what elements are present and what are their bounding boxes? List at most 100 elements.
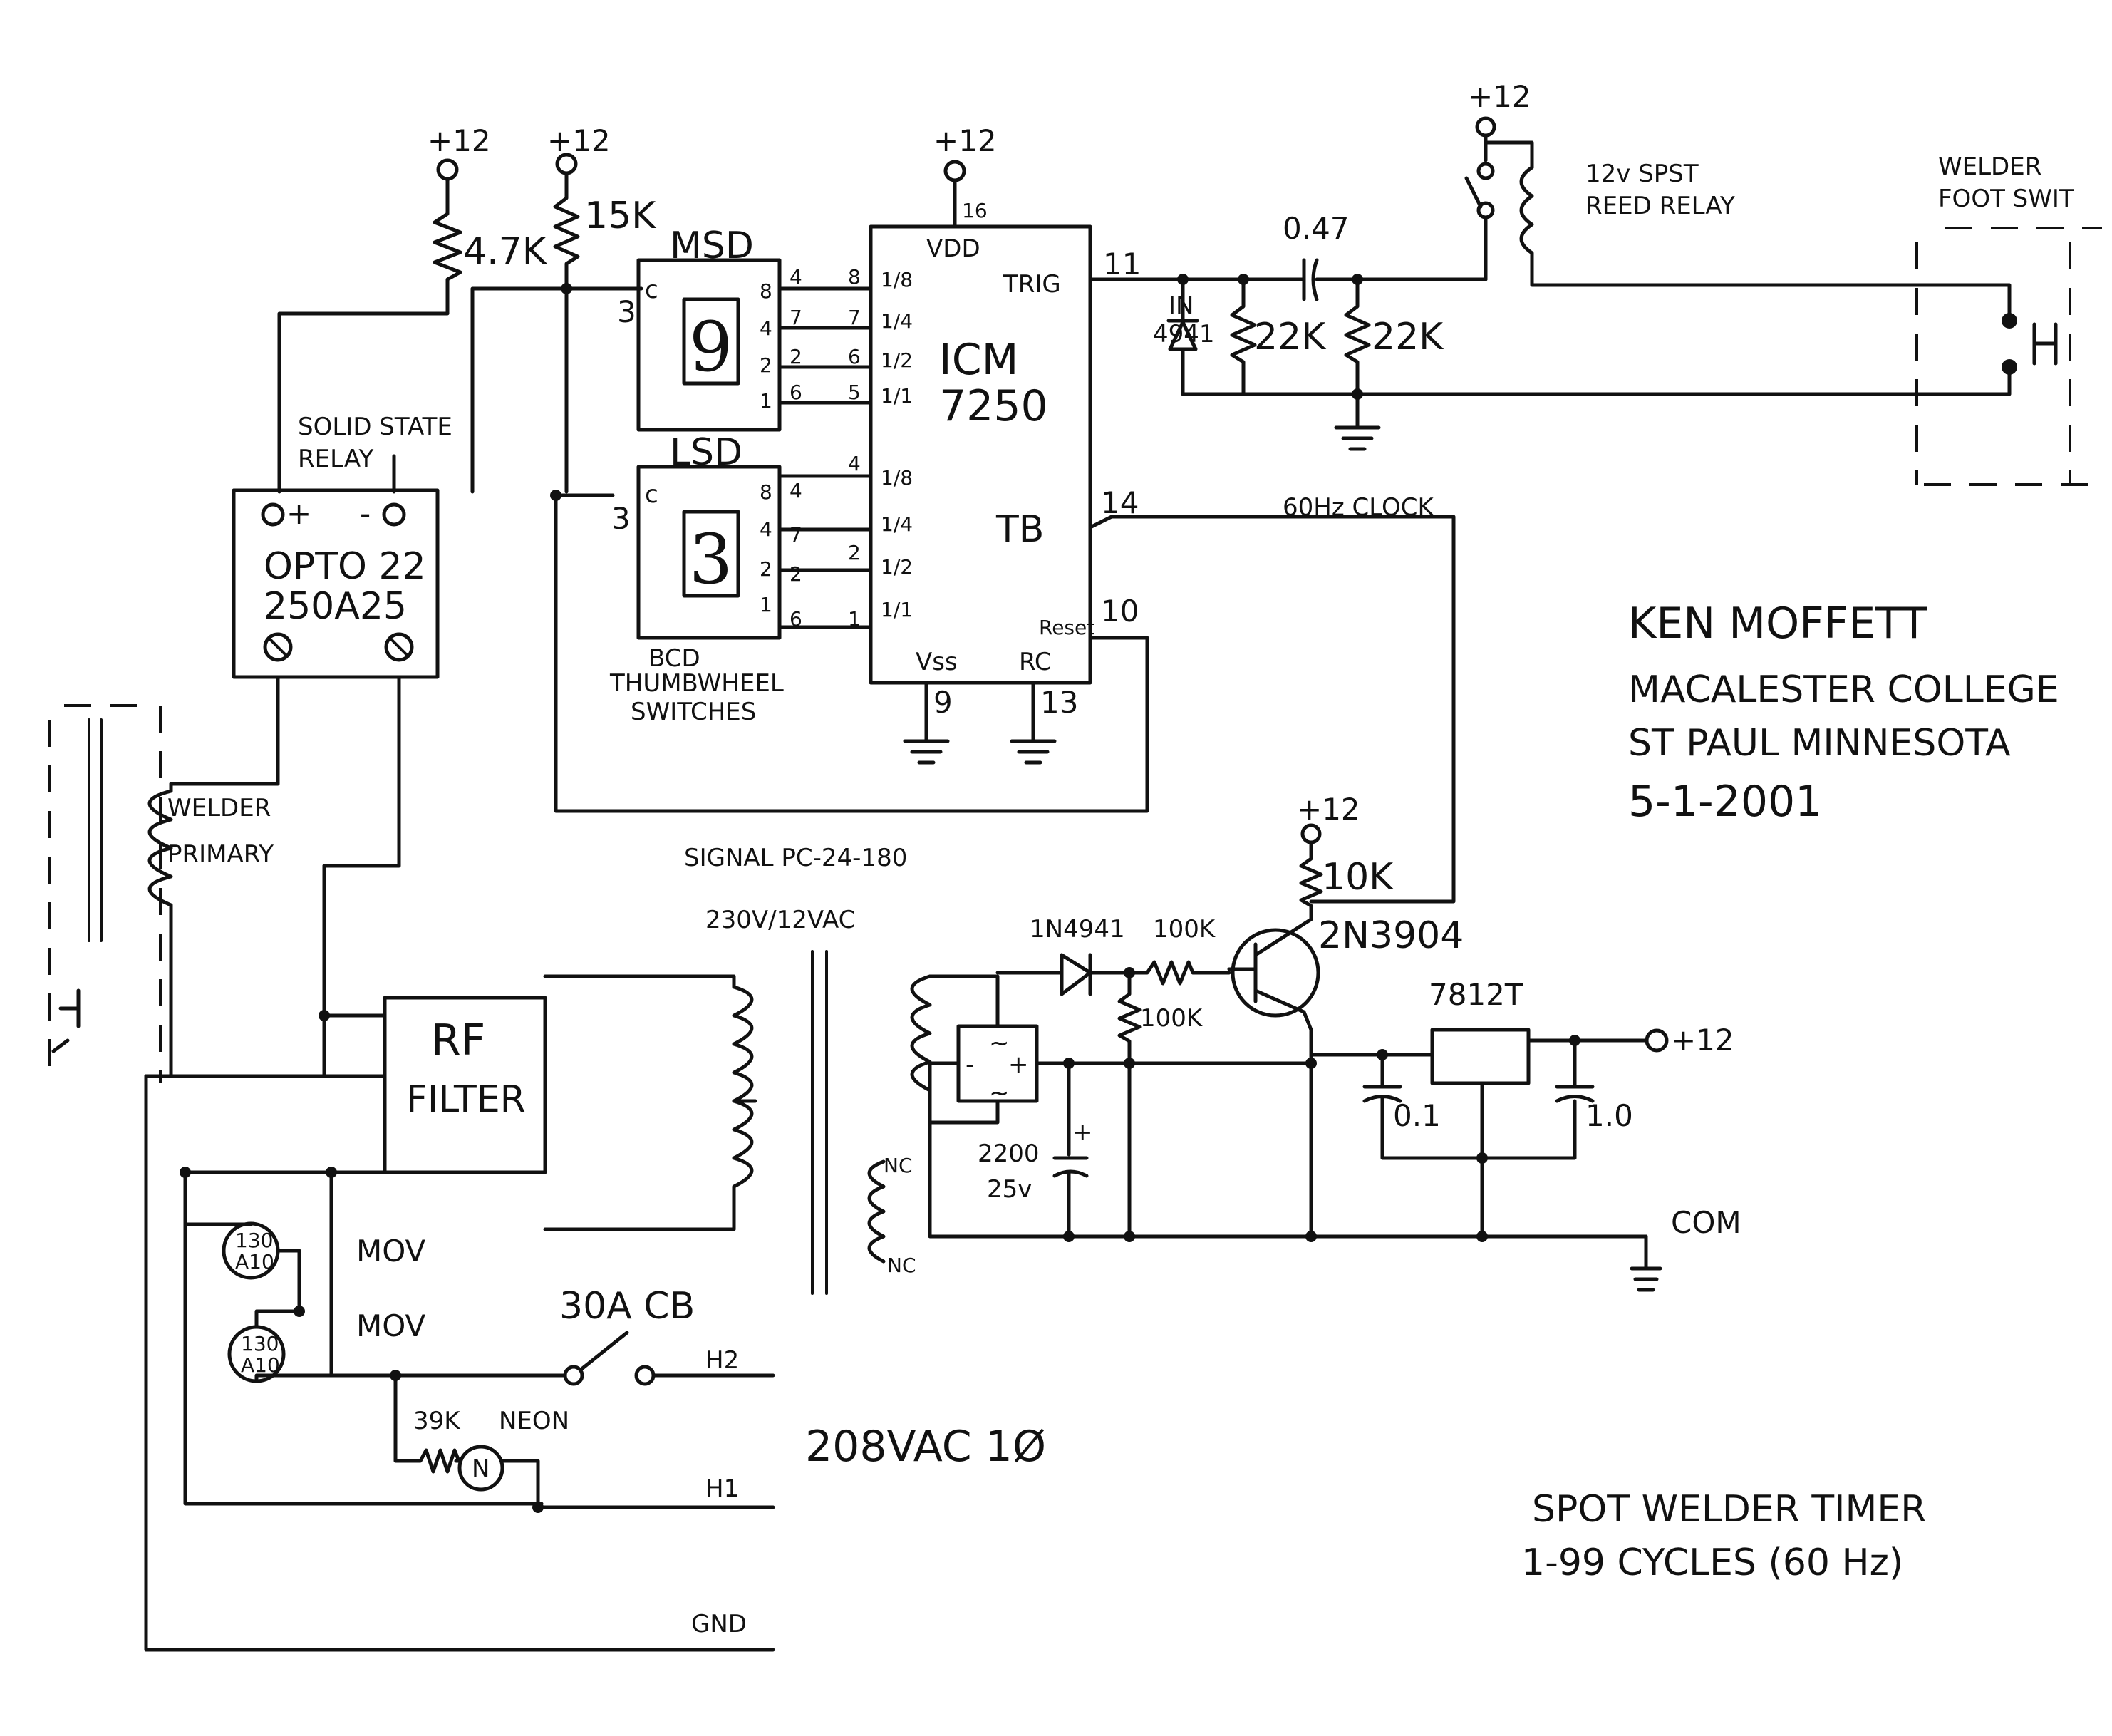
resistor-100k-shunt-label: 100K	[1140, 1004, 1203, 1033]
msd-bit-1: 1	[760, 389, 772, 413]
lsd-wire-pin-6: 6	[790, 607, 802, 631]
neon-lamp-symbol: N	[472, 1455, 490, 1483]
ssr-plus-sign: +	[286, 496, 311, 531]
bridge-neg: -	[966, 1050, 974, 1079]
neon-lamp	[457, 1445, 504, 1492]
ic-timebase: TB	[995, 508, 1044, 551]
gnd-label: GND	[691, 1610, 747, 1638]
msd-switch-body	[636, 258, 782, 432]
ic-pin-7: 7	[848, 306, 861, 329]
bridge-ac-in: ~	[989, 1029, 1010, 1058]
resistor-39k-label: 39K	[413, 1407, 461, 1435]
reed-relay-label-2: REED RELAY	[1585, 192, 1735, 220]
ic-pin-2: 2	[848, 541, 861, 564]
cap-047-label: 0.47	[1283, 211, 1350, 246]
vcc-label: +12	[933, 123, 997, 158]
power-supply: SIGNAL PC-24-180 230V/12VAC NC NC ~ - + …	[611, 844, 1741, 1295]
lsd-bit-4: 4	[760, 517, 772, 541]
rf-filter-box	[383, 996, 547, 1174]
ac-input-section: WELDER PRIMARY RF FILTER 130 A10 130 A10…	[48, 704, 1046, 1652]
resistor-100k-series-label: 100K	[1153, 915, 1216, 944]
ssr-minus-sign: -	[360, 496, 371, 531]
title-block: SPOT WELDER TIMER 1-99 CYCLES (60 Hz)	[1521, 1488, 1926, 1584]
author-location: ST PAUL MINNESOTA	[1628, 722, 2011, 765]
mov-1-rating-2: A10	[235, 1250, 274, 1273]
mov-2-label: MOV	[356, 1308, 426, 1343]
ic-msd-bit-1: 1/1	[881, 384, 913, 408]
icm7250-timer-ic: +12 16 VDD TRIG ICM 7250 TB Reset Vss RC…	[869, 123, 1456, 904]
mov-2-rating-2: A10	[241, 1353, 280, 1377]
author-organization: MACALESTER COLLEGE	[1628, 668, 2059, 711]
ssr-input-minus-terminal	[382, 502, 406, 527]
regulated-output-terminal	[1645, 1028, 1669, 1053]
author-date: 5-1-2001	[1628, 777, 1822, 827]
pullup-4k7-branch: +12 4.7K	[277, 123, 548, 494]
vcc-label: +12	[1468, 79, 1531, 114]
solid-state-relay: SOLID STATE RELAY + - OPTO 22 250A25	[169, 413, 452, 868]
welder-primary-label-1: WELDER	[167, 794, 271, 822]
ic-pin-4: 4	[848, 452, 861, 475]
lsd-wire-pin-2: 2	[790, 562, 802, 586]
resistor-22k-2-label: 22K	[1372, 316, 1444, 358]
cap-2200-polarity: +	[1072, 1118, 1093, 1147]
resistor-15k-label: 15K	[584, 195, 657, 237]
msd-digit: 9	[689, 307, 733, 387]
msd-wire-pin-6: 6	[790, 381, 802, 404]
ic-pin-5: 5	[848, 381, 861, 404]
transformer-nc-1: NC	[884, 1154, 913, 1177]
msd-bit-8: 8	[760, 279, 772, 303]
author-block: KEN MOFFETT MACALESTER COLLEGE ST PAUL M…	[1628, 599, 2059, 827]
ssr-output-terminal-b	[384, 632, 414, 662]
welder-primary-label-2: PRIMARY	[167, 840, 274, 869]
resistor-22k-1-label: 22K	[1254, 316, 1327, 358]
bridge-pos: +	[1008, 1050, 1029, 1079]
ic-pin-6: 6	[848, 345, 861, 368]
cap-2200-voltage: 25v	[987, 1175, 1032, 1204]
transformer-rating-label: 230V/12VAC	[705, 906, 855, 934]
ic-pin-13: 13	[1040, 685, 1078, 720]
ssr-output-terminal-a	[263, 632, 293, 662]
thumbwheel-label-2: THUMBWHEEL	[609, 669, 784, 698]
ic-pin-16: 16	[962, 199, 988, 222]
ic-lsd-bit-8: 1/8	[881, 466, 913, 490]
msd-bit-4: 4	[760, 316, 772, 340]
ic-body	[869, 224, 1092, 685]
ic-pin-10: 10	[1101, 594, 1139, 629]
lsd-bit-2: 2	[760, 557, 772, 581]
cap-01-label: 0.1	[1393, 1098, 1441, 1133]
ic-vss: Vss	[916, 648, 958, 676]
line-h2-label: H2	[705, 1346, 739, 1375]
msd-wire-pin-7: 7	[790, 306, 802, 329]
vcc-terminal	[1475, 116, 1496, 138]
rf-filter-label-1: RF	[431, 1016, 485, 1065]
ic-msd-bit-8: 1/8	[881, 268, 913, 291]
mov-1-rating-1: 130	[235, 1229, 273, 1252]
transistor-stage: +12 10K 2N3904 1N4941 100K 100K	[995, 792, 1464, 1239]
reed-relay-label-1: 12v SPST	[1585, 160, 1699, 188]
foot-switch-label-2: FOOT SWIT	[1938, 185, 2074, 213]
lsd-wire-pin-4: 4	[790, 479, 802, 502]
ic-pin-14: 14	[1101, 485, 1139, 520]
foot-switch: WELDER FOOT SWIT	[1915, 153, 2102, 486]
title-line-1: SPOT WELDER TIMER	[1532, 1488, 1926, 1531]
lsd-pin3: 3	[611, 501, 631, 536]
reed-contact-b	[1476, 201, 1495, 219]
ic-part: 7250	[939, 381, 1048, 431]
ic-name: ICM	[939, 335, 1018, 385]
mov-2-rating-1: 130	[241, 1332, 279, 1355]
ssr-body	[232, 488, 440, 679]
lsd-digit: 3	[689, 520, 733, 599]
resistor-10k-label: 10K	[1322, 856, 1394, 899]
clock-label: 60Hz CLOCK	[1283, 493, 1434, 522]
breaker-contact-a	[563, 1365, 584, 1386]
diode-2-label: 1N4941	[1030, 915, 1125, 944]
ssr-input-plus-terminal	[261, 502, 285, 527]
pullup-15k-branch: +12 15K	[470, 123, 1149, 813]
msd-wire-pin-2: 2	[790, 345, 802, 368]
thumbwheel-label-3: SWITCHES	[631, 698, 756, 726]
reed-contact-a	[1476, 162, 1495, 180]
ic-rc: RC	[1019, 648, 1052, 676]
bridge-ac-in-2: ~	[989, 1079, 1010, 1107]
msd-pin3: 3	[617, 294, 636, 329]
